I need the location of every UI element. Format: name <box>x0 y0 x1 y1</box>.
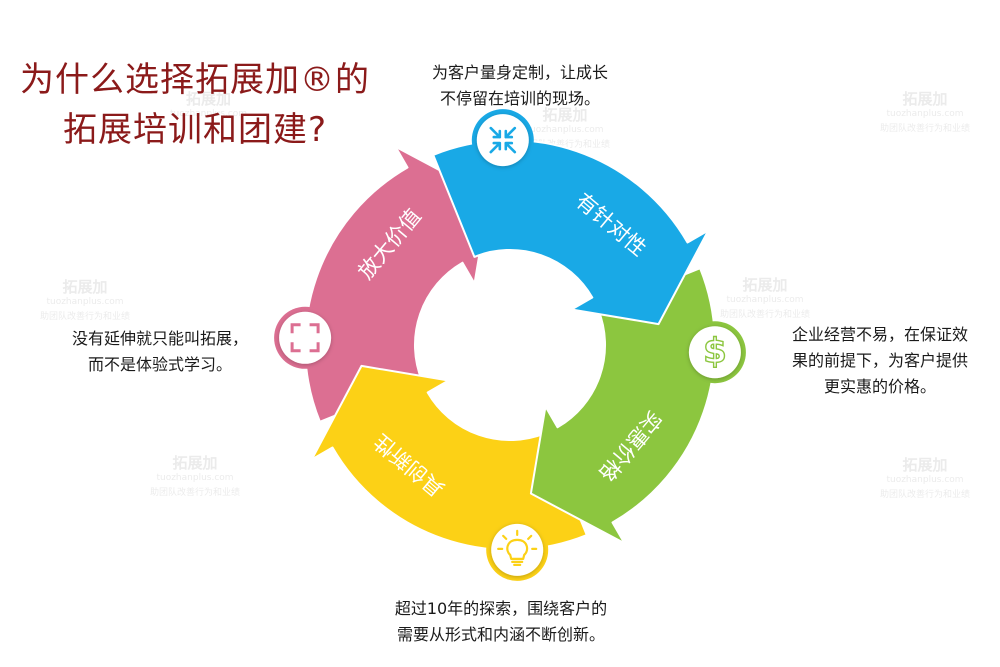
callout-line: 没有延伸就只能叫拓展， <box>71 329 248 348</box>
callout-line: 不停留在培训的现场。 <box>439 89 600 108</box>
callout-innovative: 超过10年的探索，围绕客户的 需要从形式和内涵不断创新。 <box>366 596 636 648</box>
watermark: 拓展加 tuozhanplus.com 助团队改善行为和业绩 <box>520 106 611 151</box>
callout-amplify-value: 没有延伸就只能叫拓展， 而不是体验式学习。 <box>40 326 280 378</box>
badge-dollar: $ <box>683 321 746 384</box>
callout-line: 为客户量身定制，让成长 <box>431 63 608 82</box>
watermark: 拓展加 tuozhanplus.com 助团队改善行为和业绩 <box>880 456 971 501</box>
callout-line: 更实惠的价格。 <box>823 377 936 396</box>
compress-arrows-icon <box>489 126 517 154</box>
callout-line: 企业经营不易，在保证效 <box>791 325 968 344</box>
badge-lightbulb <box>486 518 549 581</box>
callout-line: 果的前提下，为客户提供 <box>791 351 968 370</box>
watermark: 拓展加 tuozhanplus.com 助团队改善行为和业绩 <box>40 278 131 323</box>
callout-line: 而不是体验式学习。 <box>87 355 232 374</box>
expand-frame-icon <box>290 323 320 353</box>
segment-targeted <box>432 139 710 326</box>
callout-targeted: 为客户量身定制，让成长 不停留在培训的现场。 <box>400 60 640 112</box>
badge-compress-arrows <box>471 109 534 172</box>
callout-affordable: 企业经营不易，在保证效 果的前提下，为客户提供 更实惠的价格。 <box>770 322 990 400</box>
title-line-2: 拓展培训和团建? <box>62 110 328 150</box>
watermark: 拓展加 tuozhanplus.com 助团队改善行为和业绩 <box>150 454 241 499</box>
watermark: 拓展加 tuozhanplus.com <box>170 90 248 120</box>
badge-expand-frame <box>274 306 337 369</box>
title-line-1: 为什么选择拓展加®的 <box>20 60 370 100</box>
dollar-icon: $ <box>702 331 727 372</box>
callout-line: 超过10年的探索，围绕客户的 <box>394 599 608 618</box>
watermark: 拓展加 tuozhanplus.com 助团队改善行为和业绩 <box>880 90 971 135</box>
lightbulb-icon <box>497 529 538 567</box>
svg-text:$: $ <box>703 332 727 372</box>
callout-line: 需要从形式和内涵不断创新。 <box>396 625 605 644</box>
watermark: 拓展加 tuozhanplus.com 助团队改善行为和业绩 <box>720 276 811 321</box>
